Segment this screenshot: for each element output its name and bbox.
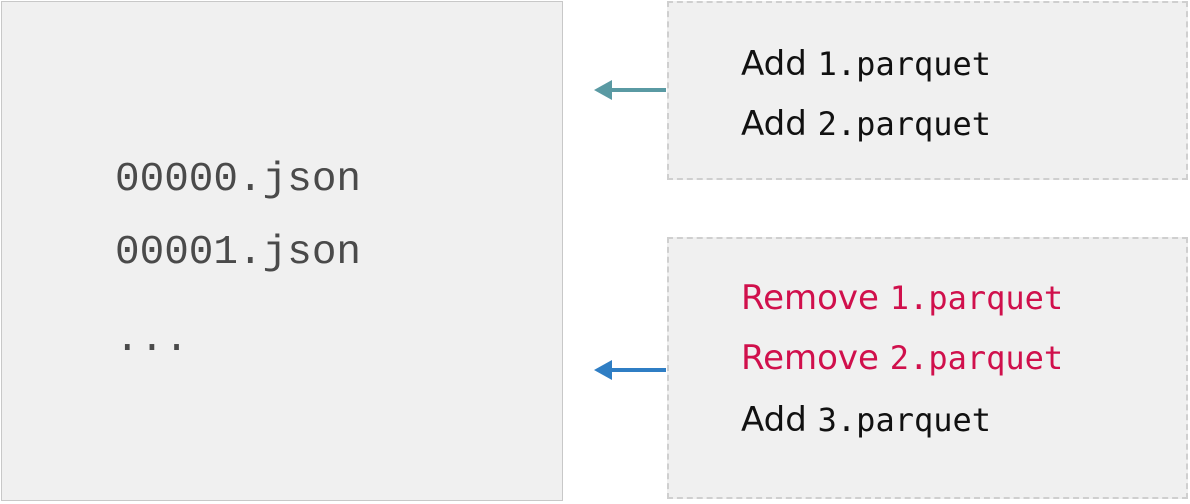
arrow-commit-0 [594,80,666,100]
action-file: 2.parquet [817,105,992,143]
commit-1-actions: Remove 1.parquet Remove 2.parquet Add 3.… [667,237,1188,499]
commit-1-action-0: Remove 1.parquet [741,281,1063,315]
action-verb: Add [741,400,807,440]
commit-0-action-1: Add 2.parquet [741,107,991,141]
action-file: 2.parquet [889,339,1064,377]
arrow-commit-1 [594,360,666,380]
commit-0-actions: Add 1.parquet Add 2.parquet [667,1,1188,180]
action-file: 1.parquet [817,45,992,83]
commit-0-action-0: Add 1.parquet [741,47,991,81]
action-verb: Add [741,104,807,144]
commit-1-action-2: Add 3.parquet [741,403,991,437]
log-file-00000: 00000.json [115,157,362,203]
log-file-00001: 00001.json [115,230,362,276]
commit-1-action-1: Remove 2.parquet [741,341,1063,375]
action-file: 1.parquet [889,279,1064,317]
action-verb: Remove [741,278,879,318]
action-verb: Add [741,44,807,84]
delta-log-directory: 00000.json 00001.json ... [1,1,563,501]
log-file-ellipsis: ... [115,317,189,363]
action-file: 3.parquet [817,401,992,439]
action-verb: Remove [741,338,879,378]
